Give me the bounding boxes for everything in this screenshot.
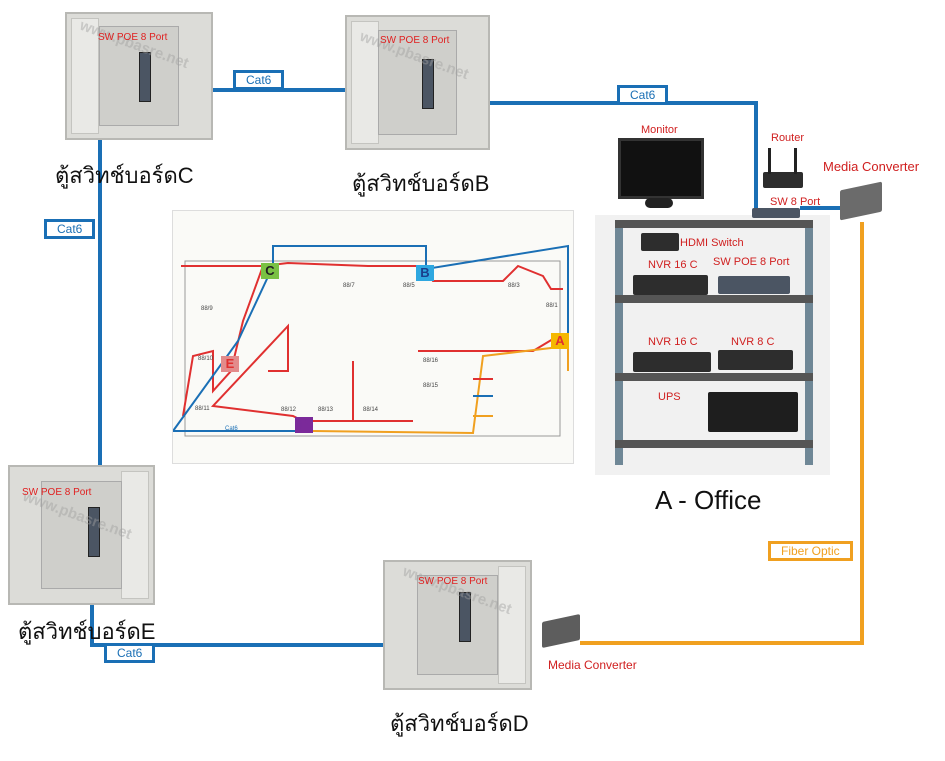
media-converter-label: Media Converter xyxy=(823,159,920,174)
nvr8-icon xyxy=(718,350,793,370)
unit-label: 88/12 xyxy=(281,407,297,413)
cabinet-c: www.pbasre.net xyxy=(65,12,213,140)
unit-label: 88/16 xyxy=(423,358,439,364)
unit-label: 88/15 xyxy=(423,383,439,389)
office-title: A - Office xyxy=(655,485,762,515)
cabinet-name-e: ตู้สวิทช์บอร์ดE xyxy=(18,619,156,644)
poe-switch-icon xyxy=(88,507,100,557)
cat6-tag-b-a: Cat6 xyxy=(617,85,669,105)
cat6-tag-e-d: Cat6 xyxy=(104,643,156,663)
unit-label: 88/11 xyxy=(195,406,210,412)
unit-label: 88/3 xyxy=(508,283,520,289)
nvr16-label-2: NVR 16 C xyxy=(648,336,698,348)
cabinet-name-d: ตู้สวิทช์บอร์ดD xyxy=(390,711,529,736)
floor-plan: C B A E D 88/9 88/10 88/11 88/12 88/13 8… xyxy=(172,210,574,464)
cabinet-name-c: ตู้สวิทช์บอร์ดC xyxy=(55,163,194,188)
point-a: A xyxy=(551,333,569,349)
point-e: E xyxy=(221,356,239,372)
swpoe-label: SW POE 8 Port xyxy=(713,256,790,268)
unit-label: 88/14 xyxy=(363,407,379,413)
unit-label: 88/7 xyxy=(343,283,355,289)
nvr16-icon-1 xyxy=(633,275,708,295)
router-label: Router xyxy=(771,132,805,144)
unit-label: 88/5 xyxy=(403,283,415,289)
cabinet-name-b: ตู้สวิทช์บอร์ดB xyxy=(352,171,490,196)
media-converter-label-d: Media Converter xyxy=(548,658,637,672)
cabinet-e: www.pbasre.net xyxy=(8,465,155,605)
router-icon xyxy=(763,172,803,188)
point-d: D xyxy=(295,417,313,433)
sw8-icon xyxy=(752,208,800,218)
cabinet-d: www.pbasre.net xyxy=(383,560,532,690)
swpoe-icon xyxy=(718,276,790,294)
poe-switch-icon xyxy=(139,52,151,102)
fiber-optic-line xyxy=(580,222,864,645)
point-c: C xyxy=(261,263,279,279)
unit-label: Cat6 xyxy=(225,426,238,432)
unit-label: 88/9 xyxy=(201,306,213,312)
cat6-tag-c-e: Cat6 xyxy=(44,219,96,239)
fiber-optic-tag: Fiber Optic xyxy=(768,541,853,561)
ups-icon xyxy=(708,392,798,432)
switch-label-b: SW POE 8 Port xyxy=(380,35,450,46)
poe-switch-icon xyxy=(459,592,471,642)
hdmi-switch-label: HDMI Switch xyxy=(680,237,744,249)
point-b: B xyxy=(416,265,434,281)
hdmi-switch-icon xyxy=(641,233,679,251)
unit-label: 88/13 xyxy=(318,407,334,413)
switch-label-d: SW POE 8 Port xyxy=(418,576,488,587)
ups-label: UPS xyxy=(658,391,681,403)
monitor-icon xyxy=(618,138,704,199)
cat6-tag-c-b: Cat6 xyxy=(233,70,285,90)
nvr16-icon-2 xyxy=(633,352,711,372)
nvr16-label-1: NVR 16 C xyxy=(648,259,698,271)
unit-label: 88/10 xyxy=(198,356,214,362)
unit-label: 88/1 xyxy=(546,303,558,309)
office-rack-area xyxy=(595,215,830,475)
cabinet-b: www.pbasre.net xyxy=(345,15,490,150)
switch-label-e: SW POE 8 Port xyxy=(22,487,92,498)
nvr8-label: NVR 8 C xyxy=(731,336,775,348)
cat6-b-to-office xyxy=(428,101,758,212)
monitor-label: Monitor xyxy=(641,124,678,136)
poe-switch-icon xyxy=(422,59,434,109)
switch-label-c: SW POE 8 Port xyxy=(98,32,168,43)
sw8-label: SW 8 Port xyxy=(770,196,821,208)
